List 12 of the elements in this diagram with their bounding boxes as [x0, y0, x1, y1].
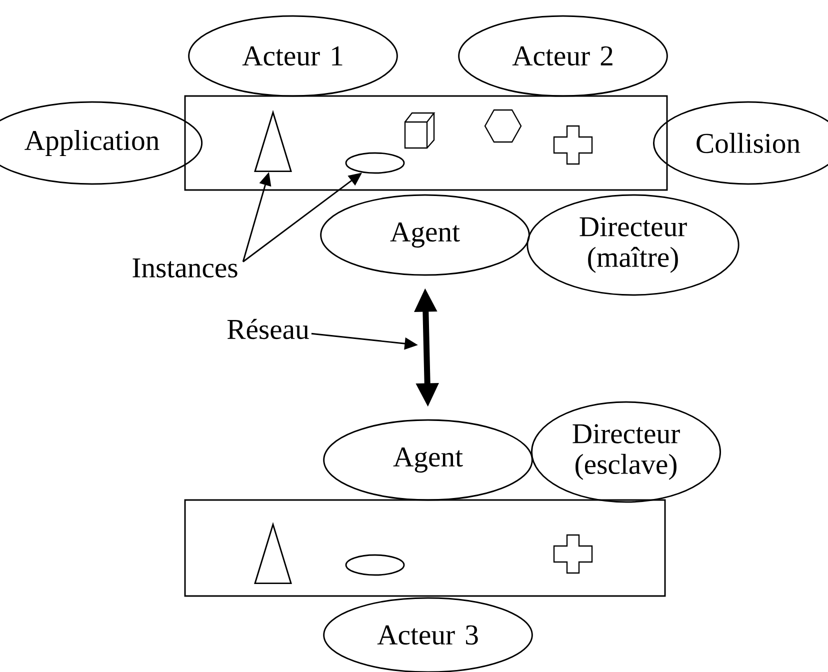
- label-text: Réseau: [227, 318, 309, 340]
- ellipse-shape: [345, 554, 405, 576]
- label-text: Instances: [132, 258, 238, 278]
- ellipse-node: Acteur 2: [458, 15, 668, 97]
- ellipse-node: Directeur (esclave): [531, 401, 722, 503]
- ellipse-node: Agent: [320, 194, 530, 276]
- box-frame: [184, 499, 666, 597]
- box-frame: [184, 95, 668, 191]
- ellipse-node: Agent: [323, 419, 533, 501]
- ellipse-node: Acteur 1: [188, 15, 398, 97]
- ellipse-shape: [345, 152, 405, 174]
- ellipse-node: Directeur (maître): [526, 194, 740, 296]
